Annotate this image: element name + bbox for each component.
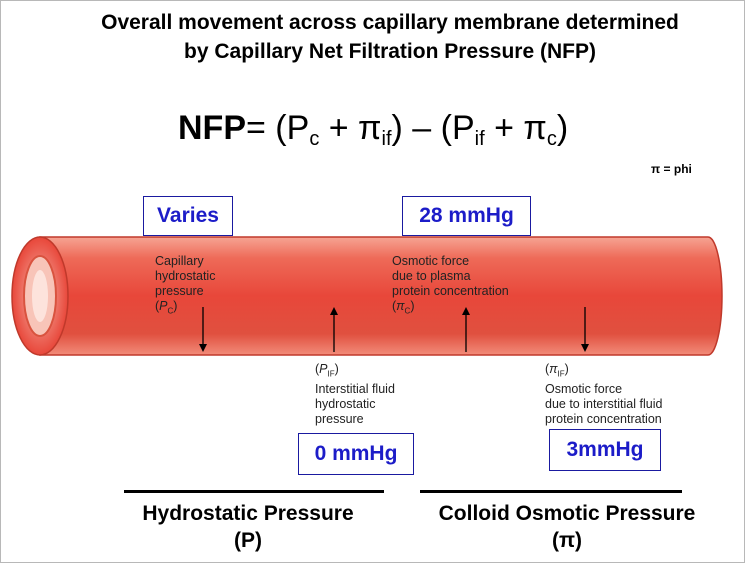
label-interstitial-hydrostatic: (PIF) Interstitial fluid hydrostatic pre… xyxy=(315,362,395,427)
value-box-capillary-hydrostatic: Varies xyxy=(143,196,233,236)
symbol: π xyxy=(396,299,405,313)
arrow-head-icon xyxy=(330,307,338,315)
value-text: 0 mmHg xyxy=(314,442,398,465)
slide-title: Overall movement across capillary membra… xyxy=(40,8,740,66)
label-symbol: (πIF) xyxy=(545,362,569,379)
symbol-sub: C xyxy=(167,306,174,316)
caption-line: (π) xyxy=(551,529,583,552)
value-box-plasma-osmotic: 28 mmHg xyxy=(402,196,531,236)
nfp-formula: NFP= (Pc + πif) – (Pif + πc) xyxy=(178,108,568,159)
symbol-sub: C xyxy=(404,306,411,316)
hydrostatic-bar xyxy=(124,490,384,493)
label-line: hydrostatic xyxy=(155,269,216,283)
arrow-head-icon xyxy=(581,344,589,352)
label-line: Osmotic force xyxy=(392,254,470,268)
label-line: Capillary xyxy=(155,254,204,268)
pressure-arrows xyxy=(199,307,589,352)
label-line: protein concentration xyxy=(392,284,509,298)
phi-note: π = phi xyxy=(651,162,692,176)
caption-colloid: Colloid Osmotic Pressure (π) xyxy=(404,500,730,554)
formula-sub: c xyxy=(309,128,320,150)
formula-sub: c xyxy=(546,128,557,150)
formula-part: + π xyxy=(319,109,382,147)
value-box-interstitial-osmotic: 3mmHg xyxy=(549,429,661,471)
symbol-sub: IF xyxy=(327,369,335,379)
label-capillary-hydrostatic: Capillary hydrostatic pressure (PC) xyxy=(155,254,215,319)
formula-part: ) xyxy=(556,109,569,147)
label-line: due to plasma xyxy=(392,269,471,283)
caption-line: Colloid Osmotic Pressure xyxy=(438,502,696,525)
label-line: hydrostatic xyxy=(315,396,376,411)
formula-part: = (P xyxy=(246,109,310,147)
caption-line: (P) xyxy=(234,529,262,552)
symbol: π xyxy=(549,362,558,376)
label-line: Osmotic force xyxy=(545,381,623,396)
arrow-head-icon xyxy=(199,344,207,352)
formula-lhs: NFP xyxy=(178,109,246,147)
caption-line: Hydrostatic Pressure xyxy=(142,502,354,525)
formula-part: ) – (P xyxy=(391,109,475,147)
label-line: protein concentration xyxy=(545,411,662,426)
value-text: 3mmHg xyxy=(566,438,644,461)
value-text: 28 mmHg xyxy=(419,204,514,227)
formula-part: + π xyxy=(484,109,547,147)
symbol: P xyxy=(159,299,168,313)
label-line: pressure xyxy=(155,284,204,298)
title-line-2: by Capillary Net Filtration Pressure (NF… xyxy=(184,40,596,63)
capillary-tube xyxy=(11,236,723,356)
symbol: P xyxy=(319,362,328,376)
caption-hydrostatic: Hydrostatic Pressure (P) xyxy=(108,500,388,554)
formula-sub: if xyxy=(474,128,485,150)
label-plasma-osmotic: Osmotic force due to plasma protein conc… xyxy=(392,254,509,319)
symbol-sub: IF xyxy=(557,369,565,379)
colloid-bar xyxy=(420,490,682,493)
label-line: pressure xyxy=(315,411,364,426)
formula-sub: if xyxy=(381,128,392,150)
label-symbol: (PIF) xyxy=(315,362,339,379)
label-symbol: (πC) xyxy=(392,299,415,316)
label-interstitial-osmotic: (πIF) Osmotic force due to interstitial … xyxy=(545,362,662,427)
arrow-head-icon xyxy=(462,307,470,315)
value-text: Varies xyxy=(157,204,219,227)
value-box-interstitial-hydrostatic: 0 mmHg xyxy=(298,433,414,475)
label-symbol: (PC) xyxy=(155,299,178,316)
title-line-1: Overall movement across capillary membra… xyxy=(101,11,679,34)
label-line: Interstitial fluid xyxy=(315,381,395,396)
label-line: due to interstitial fluid xyxy=(545,396,663,411)
